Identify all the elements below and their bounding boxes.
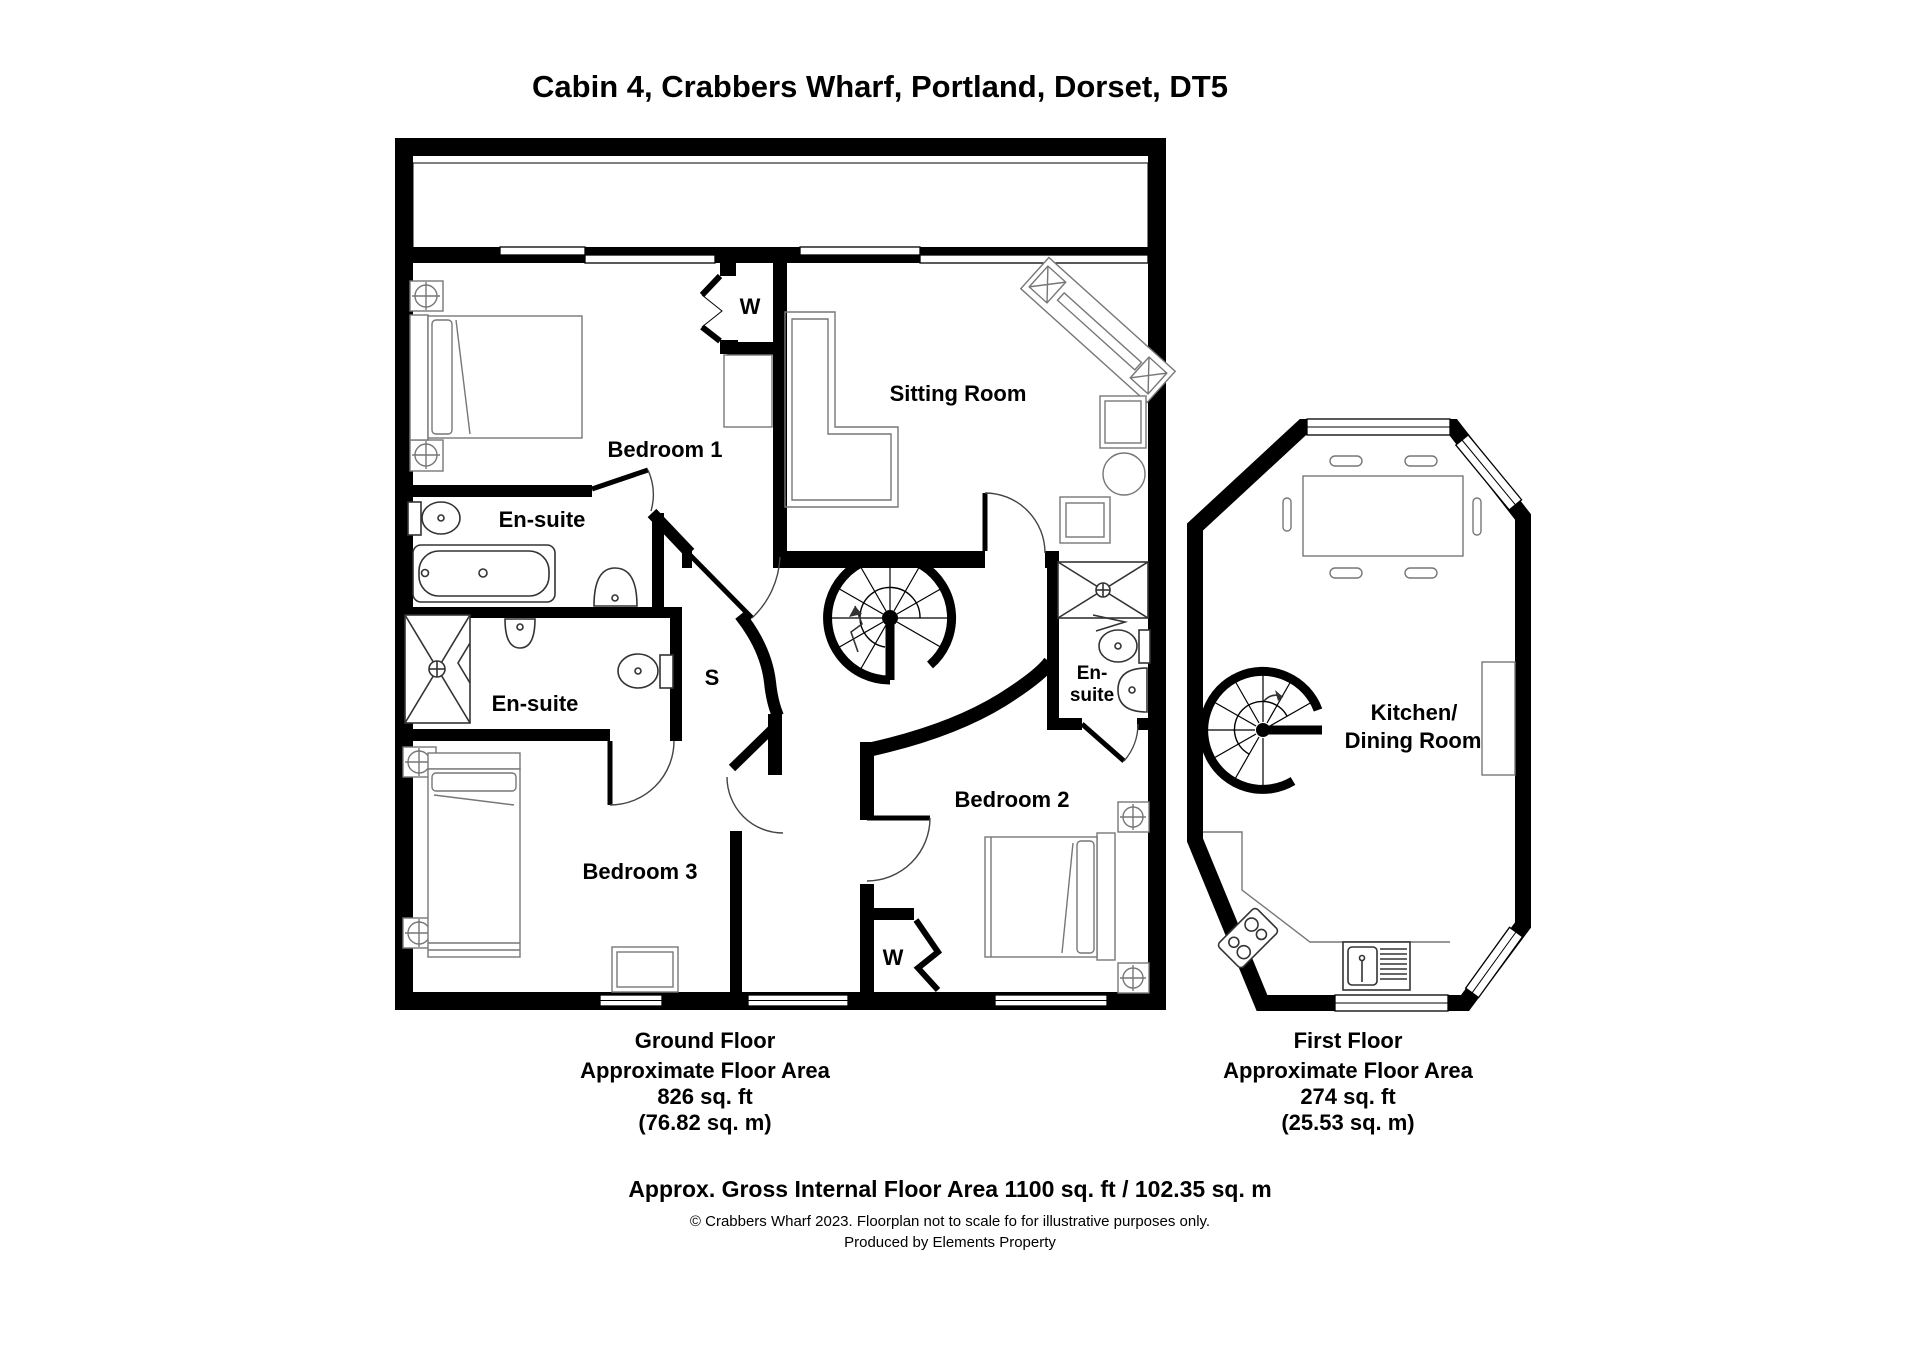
window xyxy=(1454,433,1523,511)
bedroom3-chest xyxy=(611,946,679,993)
wall-stub xyxy=(682,551,692,568)
label-wardrobe-top: W xyxy=(740,294,761,319)
terrace-edge xyxy=(412,162,1149,247)
dining-table xyxy=(1282,455,1482,579)
page-title: Cabin 4, Crabbers Wharf, Portland, Dorse… xyxy=(532,69,1228,104)
label-bedroom2: Bedroom 2 xyxy=(955,787,1070,812)
wall-top xyxy=(395,138,1166,156)
first-floor-plan: Kitchen/ Dining Room First Floor Approxi… xyxy=(1187,418,1531,1135)
ensuite1-toilet xyxy=(407,501,461,536)
door-sitting-room-right xyxy=(982,492,1046,554)
label-ensuite1: En-suite xyxy=(499,507,586,532)
wall-ensuite2-divider xyxy=(670,613,682,741)
door-ensuite3 xyxy=(1080,722,1139,763)
ensuite2-shower xyxy=(404,614,471,724)
label-sitting-room: Sitting Room xyxy=(890,381,1027,406)
door-sitting-room-left xyxy=(688,553,781,620)
round-table xyxy=(1102,452,1146,496)
wall-curved-hall xyxy=(866,657,1056,757)
tv-unit xyxy=(1019,256,1177,404)
window xyxy=(919,254,1149,264)
caption-line: (25.53 sq. m) xyxy=(1281,1110,1414,1135)
ground-floor-caption: Ground Floor Approximate Floor Area 826 … xyxy=(580,1028,831,1135)
window xyxy=(499,246,586,256)
wall-bedroom2-left xyxy=(860,884,874,992)
wall-bedroom3-right xyxy=(730,831,742,992)
wall-bedroom1-bottom xyxy=(395,485,592,497)
door-bedroom3 xyxy=(726,776,784,834)
first-floor-caption: First Floor Approximate Floor Area 274 s… xyxy=(1223,1028,1474,1135)
bedroom2-bed xyxy=(984,801,1150,994)
storage-door-leaf xyxy=(728,725,776,772)
wardrobe-top-door xyxy=(699,273,723,344)
ensuite1-sink xyxy=(593,567,638,607)
kitchen-sink xyxy=(1342,941,1411,991)
caption-line: 274 sq. ft xyxy=(1300,1084,1396,1109)
ensuite3-sink xyxy=(1117,667,1148,713)
window xyxy=(584,254,716,264)
door-bedroom1 xyxy=(591,467,654,512)
wall-storage-curve xyxy=(735,611,784,719)
ensuite3-toilet xyxy=(1098,629,1151,664)
wall-wardrobe-bottom xyxy=(727,342,775,355)
label-bedroom1: Bedroom 1 xyxy=(608,437,723,462)
gross-area-text: Approx. Gross Internal Floor Area 1100 s… xyxy=(628,1176,1271,1202)
side-table xyxy=(1099,395,1147,449)
spiral-staircase-ground xyxy=(823,551,957,685)
label-kitchen-line1: Kitchen/ xyxy=(1371,700,1458,725)
caption-line: Approximate Floor Area xyxy=(1223,1058,1474,1083)
wall-stub xyxy=(1137,718,1148,730)
label-kitchen-line2: Dining Room xyxy=(1345,728,1482,753)
wall-right xyxy=(1148,138,1166,1010)
bedroom3-bed xyxy=(402,746,521,958)
label-ensuite2: En-suite xyxy=(492,691,579,716)
bottom-windows xyxy=(599,994,1108,1007)
footer: Approx. Gross Internal Floor Area 1100 s… xyxy=(628,1176,1271,1251)
wall-ensuite-row xyxy=(395,607,682,618)
window xyxy=(1464,926,1524,999)
label-ensuite3-line2: suite xyxy=(1070,685,1114,706)
ground-floor-plan: Bedroom 1 W Sitting Room En-suite En-sui… xyxy=(395,138,1177,1135)
ensuite2-toilet xyxy=(617,653,674,689)
caption-line: Approximate Floor Area xyxy=(580,1058,831,1083)
wall-corridor xyxy=(768,714,782,775)
caption-line: (76.82 sq. m) xyxy=(638,1110,771,1135)
sitting-room-sofa xyxy=(784,311,899,508)
bedroom1-bed xyxy=(409,280,583,472)
label-storage: S xyxy=(705,665,720,690)
caption-line: Ground Floor xyxy=(635,1028,776,1053)
door-bedroom2 xyxy=(866,815,931,882)
caption-line: 826 sq. ft xyxy=(657,1084,753,1109)
kitchen-hob xyxy=(1217,907,1279,969)
label-wardrobe-bottom: W xyxy=(883,945,904,970)
wall-left xyxy=(395,138,413,1010)
door-ensuite2 xyxy=(607,740,675,806)
side-table xyxy=(1059,496,1111,544)
wall-ensuite2-bottom xyxy=(395,729,610,741)
wall-hall xyxy=(652,513,664,613)
wardrobe-top-interior xyxy=(723,354,773,428)
ensuite1-bath xyxy=(412,544,556,603)
spiral-staircase-first xyxy=(1199,666,1323,794)
wall-closet-top xyxy=(874,908,914,920)
wall-sitting-divider xyxy=(773,263,787,568)
label-ensuite3-line1: En- xyxy=(1077,663,1108,684)
window xyxy=(799,246,921,256)
wall-stub xyxy=(720,263,736,276)
wall-ensuite3-left xyxy=(1047,551,1059,725)
produced-by-text: Produced by Elements Property xyxy=(844,1234,1056,1251)
caption-line: First Floor xyxy=(1294,1028,1403,1053)
kitchen-counter-right xyxy=(1481,661,1516,776)
ensuite3-shower xyxy=(1057,561,1149,632)
ensuite2-sink xyxy=(504,618,536,649)
closet-bifold-door xyxy=(913,918,943,993)
wall-bedroom2-left xyxy=(860,742,874,820)
label-bedroom3: Bedroom 3 xyxy=(583,859,698,884)
wall-ensuite3-bottom xyxy=(1047,718,1082,730)
copyright-text: © Crabbers Wharf 2023. Floorplan not to … xyxy=(690,1213,1210,1230)
